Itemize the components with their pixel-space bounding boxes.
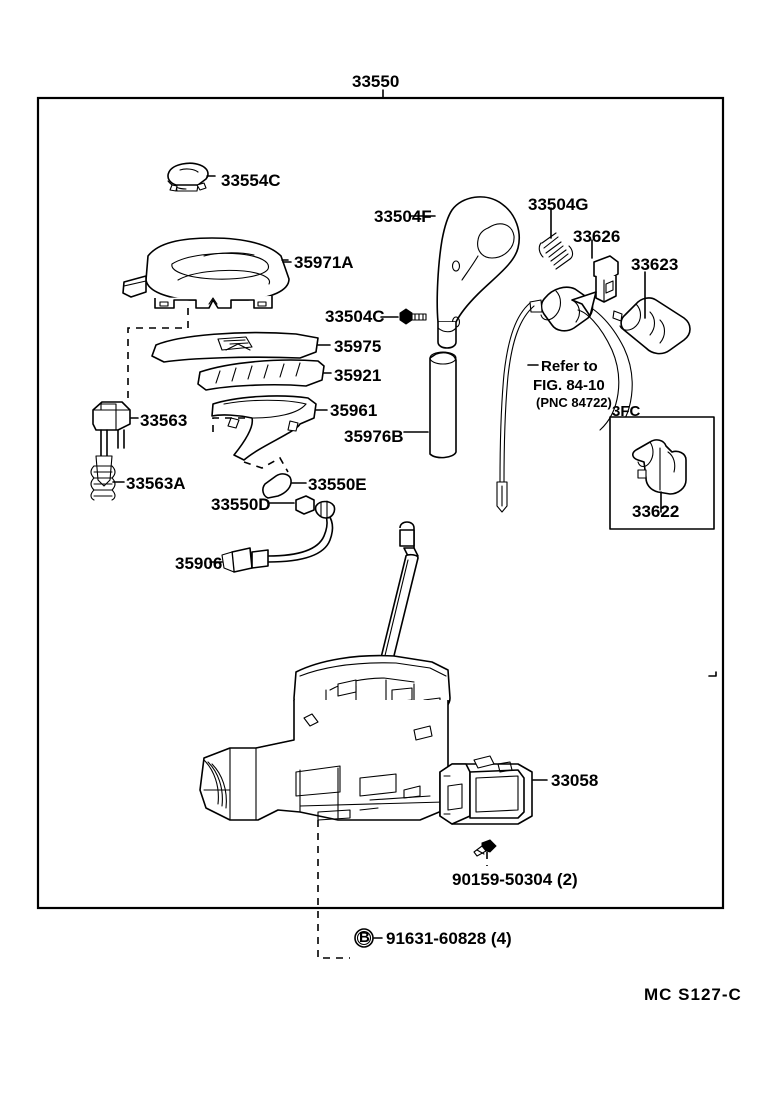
inset-box-3FC [609, 416, 715, 530]
part-33504G-art [538, 207, 574, 270]
part-33563A-art [90, 465, 125, 501]
part-label-35906: 35906 [175, 554, 223, 573]
part-label-35971A: 35971A [294, 253, 354, 272]
frame-tick-mark [708, 671, 717, 677]
part-label-33504F: 33504F [374, 207, 432, 226]
inset-group-code-3FC: 3FC [612, 403, 641, 420]
part-label-33550D: 33550D [211, 495, 271, 514]
part-35921-art [197, 359, 332, 391]
part-label-90159-50304: 90159-50304 (2) [452, 870, 578, 889]
refer-note-line3: (PNC 84722) [536, 395, 612, 410]
part-label-33554C: 33554C [221, 171, 281, 190]
diagram-frame [36, 96, 725, 910]
part-label-33058: 33058 [551, 771, 599, 790]
dashed-link-91631 [317, 820, 350, 959]
part-35975-art [151, 331, 331, 363]
assembly-number: 33550 [352, 72, 400, 91]
part-label-33622: 33622 [632, 502, 680, 521]
marker-B-glyph: B [359, 929, 370, 946]
part-label-33626: 33626 [573, 227, 621, 246]
part-33550-assembly-art [199, 521, 451, 821]
refer-note-line1: Refer to [541, 358, 598, 375]
part-label-33563A: 33563A [126, 474, 186, 493]
part-33554C-art [167, 162, 216, 192]
part-label-33563: 33563 [140, 411, 188, 430]
part-35976B-art [403, 351, 457, 459]
part-35906-art [209, 500, 336, 573]
part-90159-bolt-art [473, 839, 497, 866]
inset-arrow [571, 291, 633, 437]
part-label-35976B: 35976B [344, 427, 404, 446]
footer-code: MC S127-C [644, 985, 742, 1004]
part-label-33623: 33623 [631, 255, 679, 274]
part-33550E-art [262, 473, 307, 499]
part-33550D-art [269, 495, 315, 515]
part-label-33504G: 33504G [528, 195, 589, 214]
part-label-35975: 35975 [334, 337, 382, 356]
part-33504F-art [410, 196, 520, 349]
part-label-91631-60828: 91631-60828 (4) [386, 929, 512, 948]
part-label-33504C: 33504C [325, 307, 385, 326]
part-33626-art [591, 239, 619, 303]
part-35961-art [211, 395, 328, 461]
marker-B-art [354, 928, 383, 948]
part-33504C-art [380, 308, 427, 325]
part-label-35921: 35921 [334, 366, 382, 385]
part-33623-art [612, 271, 691, 355]
part-33058-art [439, 755, 548, 825]
refer-note-line2: FIG. 84-10 [533, 377, 605, 394]
dashed-link-33550E [243, 456, 289, 473]
part-35971A-art [122, 237, 290, 309]
part-label-35961: 35961 [330, 401, 378, 420]
part-label-33550E: 33550E [308, 475, 367, 494]
